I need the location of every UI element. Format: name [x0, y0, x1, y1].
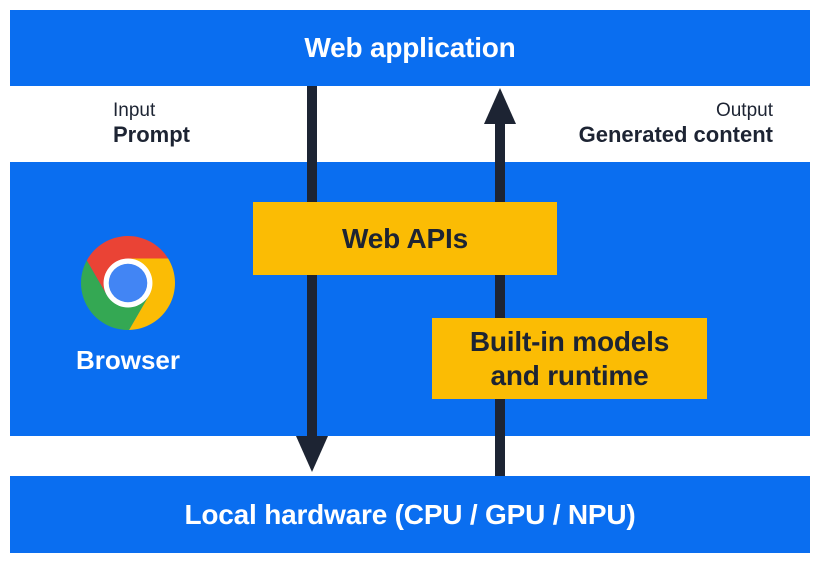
web-application-layer: Web application: [10, 10, 810, 86]
output-label: Output: [715, 100, 773, 121]
output-value: Generated content: [578, 122, 773, 147]
web-application-label: Web application: [304, 32, 516, 63]
arrow-down-icon: [296, 436, 328, 472]
builtin-models-label: Built-in models and runtime: [469, 325, 670, 391]
input-label: Input: [113, 100, 156, 121]
arrow-up-icon: [484, 88, 516, 124]
web-apis-box: Web APIs: [253, 202, 557, 275]
browser-label: Browser: [75, 345, 181, 375]
local-hardware-layer: Local hardware (CPU / GPU / NPU): [10, 476, 810, 553]
local-hardware-label: Local hardware (CPU / GPU / NPU): [184, 498, 636, 530]
input-value: Prompt: [113, 122, 190, 147]
chrome-icon: [81, 236, 175, 330]
web-apis-label: Web APIs: [342, 222, 468, 254]
builtin-models-box: Built-in models and runtime: [432, 318, 707, 399]
